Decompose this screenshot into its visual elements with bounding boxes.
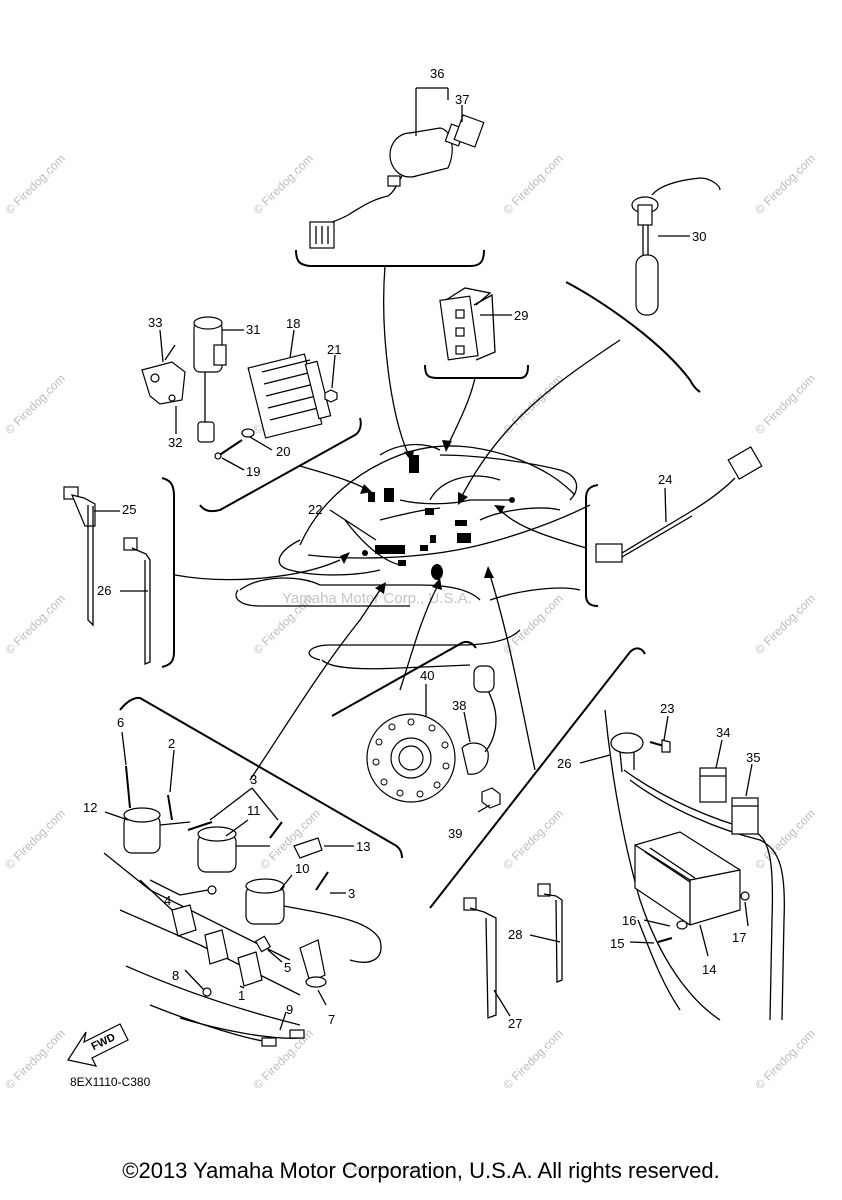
callout-35: 35 xyxy=(746,750,760,765)
copyright-footer: ©2013 Yamaha Motor Corporation, U.S.A. A… xyxy=(122,1158,720,1183)
callout-23: 23 xyxy=(660,701,674,716)
callout-1: 1 xyxy=(238,988,245,1003)
watermark-text: © Firedog.com xyxy=(500,151,566,217)
watermark-text: © Firedog.com xyxy=(2,1026,68,1092)
callout-33: 33 xyxy=(148,315,162,330)
cdi-unit-assembly: 23 26 34 35 16 15 17 14 28 27 xyxy=(429,566,786,1031)
watermark-text: © Firedog.com xyxy=(500,591,566,657)
safety-switch-assembly: 30 xyxy=(458,177,721,505)
fwd-arrow-icon: FWD xyxy=(67,1023,129,1067)
watermark-text: © Firedog.com xyxy=(752,591,818,657)
callout-5: 5 xyxy=(284,960,291,975)
callout-3b: 3 xyxy=(348,886,355,901)
junction-block-assembly: 29 xyxy=(424,287,529,452)
callout-26: 26 xyxy=(97,583,111,598)
callout-15: 15 xyxy=(610,936,624,951)
watermark-text: © Firedog.com xyxy=(2,591,68,657)
watermark-text: © Firedog.com xyxy=(752,371,818,437)
rectifier-regulator-assembly: 31 18 21 33 32 20 19 xyxy=(141,315,372,513)
callout-18: 18 xyxy=(286,316,300,331)
snowmobile-outline xyxy=(235,443,591,670)
callout-10: 10 xyxy=(295,861,309,876)
sub-wire-harness-assembly: 24 xyxy=(494,446,763,607)
callout-39: 39 xyxy=(448,826,462,841)
callout-29: 29 xyxy=(514,308,528,323)
callout-17: 17 xyxy=(732,930,746,945)
callout-20: 20 xyxy=(276,444,290,459)
callout-28: 28 xyxy=(508,927,522,942)
callout-21: 21 xyxy=(327,342,341,357)
diagram-code: 8EX1110-C380 xyxy=(70,1075,151,1089)
callout-27: 27 xyxy=(508,1016,522,1031)
center-watermark: Yamaha Motor Corp., U.S.A. xyxy=(282,590,472,607)
callout-2: 2 xyxy=(168,736,175,751)
watermark-text: © Firedog.com xyxy=(500,1026,566,1092)
callout-6: 6 xyxy=(117,715,124,730)
watermark-text: © Firedog.com xyxy=(250,151,316,217)
callout-14: 14 xyxy=(702,962,716,977)
watermark-text: © Firedog.com xyxy=(2,151,68,217)
callout-32: 32 xyxy=(168,435,182,450)
callout-7: 7 xyxy=(328,1012,335,1027)
callout-4: 4 xyxy=(164,893,171,908)
callout-40: 40 xyxy=(420,668,434,683)
callout-9: 9 xyxy=(286,1002,293,1017)
wire-harness-label: 22 xyxy=(308,502,377,541)
callout-22: 22 xyxy=(308,502,322,517)
callout-8: 8 xyxy=(172,968,179,983)
fine-print: (c) 2005-2015 Yamaha Motor Corporation, … xyxy=(346,1166,445,1171)
callout-19: 19 xyxy=(246,464,260,479)
callout-3: 3 xyxy=(250,772,257,787)
callout-25: 25 xyxy=(122,502,136,517)
callout-12: 12 xyxy=(83,800,97,815)
callout-34: 34 xyxy=(716,725,730,740)
watermark-text: © Firedog.com xyxy=(752,806,818,872)
watermark-text: © Firedog.com xyxy=(752,151,818,217)
band-left-assembly: 25 26 xyxy=(63,477,350,668)
watermark-layer: © Firedog.com © Firedog.com © Firedog.co… xyxy=(2,151,818,1092)
callout-13: 13 xyxy=(356,839,370,854)
watermark-text: © Firedog.com xyxy=(2,371,68,437)
callout-38: 38 xyxy=(452,698,466,713)
callout-37: 37 xyxy=(455,92,469,107)
watermark-text: © Firedog.com xyxy=(500,806,566,872)
stator-pulser-assembly: 40 38 39 xyxy=(331,578,501,841)
main-switch-assembly: 36 37 xyxy=(295,66,485,463)
ignition-coil-assembly: 6 2 3 12 11 13 10 3 4 5 8 1 9 7 xyxy=(83,582,403,1047)
callout-16: 16 xyxy=(622,913,636,928)
callout-36: 36 xyxy=(430,66,444,81)
callout-31: 31 xyxy=(246,322,260,337)
watermark-text: © Firedog.com xyxy=(2,806,68,872)
callout-24: 24 xyxy=(658,472,672,487)
callout-11: 11 xyxy=(247,803,261,818)
callout-30: 30 xyxy=(692,229,706,244)
watermark-text: © Firedog.com xyxy=(752,1026,818,1092)
callout-26b: 26 xyxy=(557,756,571,771)
